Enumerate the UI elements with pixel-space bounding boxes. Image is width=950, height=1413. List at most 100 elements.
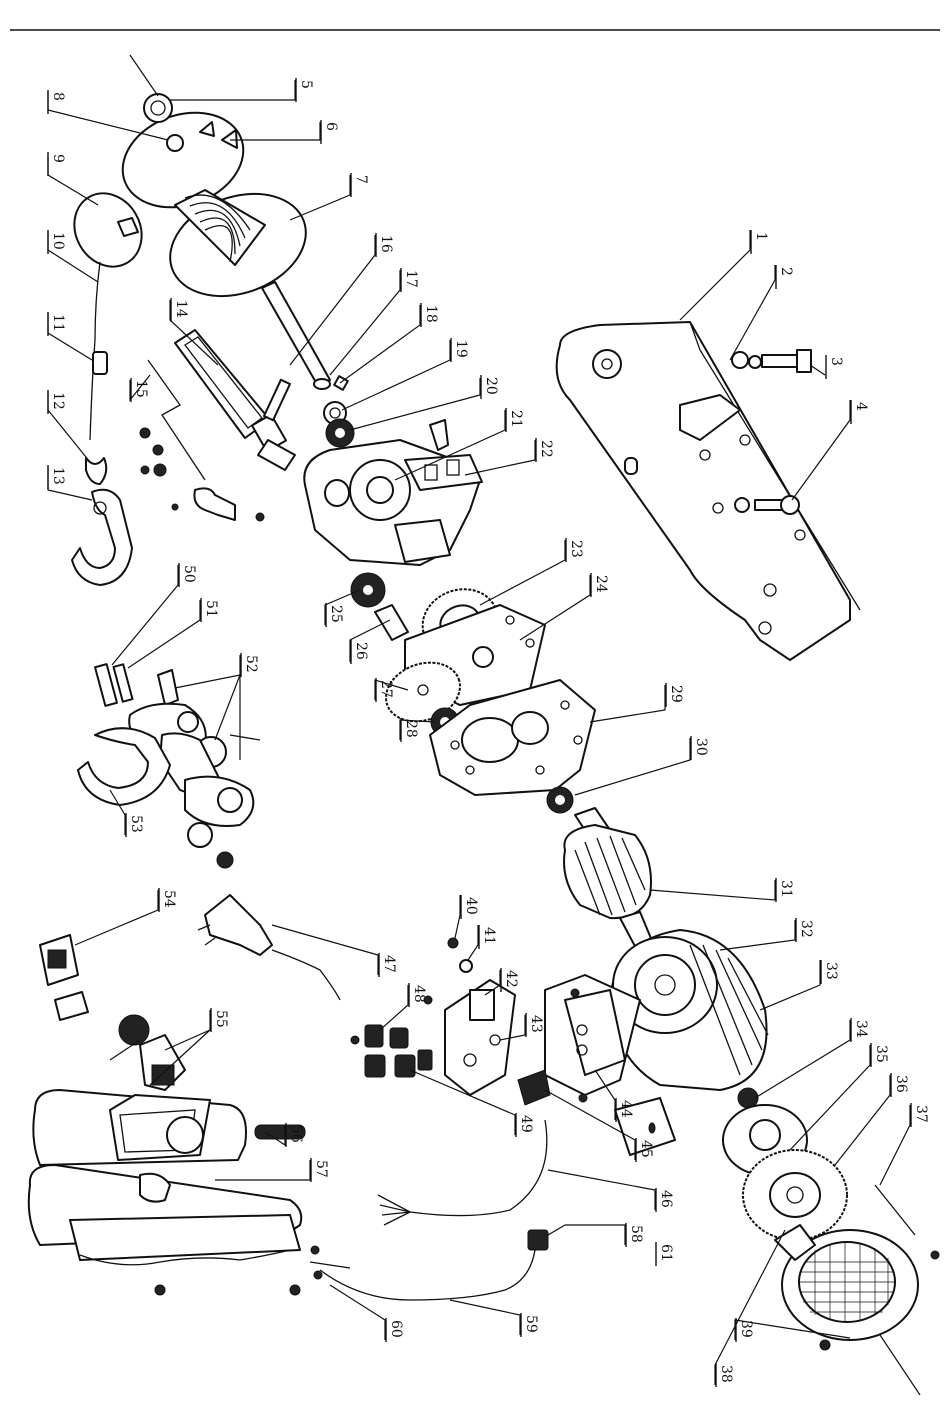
drum-shaft	[262, 282, 348, 390]
callout-label: 36	[893, 1075, 909, 1093]
callout-label: 4	[853, 402, 869, 411]
callout-label: 47	[381, 955, 397, 973]
callout-47: 47	[379, 953, 397, 977]
bracket-bolt	[732, 350, 811, 372]
callout-23: 23	[566, 538, 584, 562]
callout-label: 33	[823, 962, 839, 980]
callout-label: 51	[203, 600, 219, 618]
callout-label: 6	[323, 122, 339, 131]
callout-29: 29	[666, 683, 684, 707]
callout-7: 7	[351, 173, 369, 197]
callout-label: 44	[618, 1100, 634, 1118]
callout-48: 48	[409, 983, 427, 1007]
callout-label: 34	[853, 1020, 869, 1038]
callout-26: 26	[351, 640, 369, 664]
callout-label: 21	[508, 410, 524, 428]
callout-57: 57	[311, 1158, 329, 1182]
small-gear	[326, 419, 354, 447]
callout-label: 60	[388, 1320, 404, 1338]
pinion-gear	[351, 573, 385, 607]
callout-label: 61	[658, 1244, 674, 1262]
pendant-cable	[310, 1225, 565, 1300]
callout-14: 14	[171, 298, 189, 322]
callout-label: 18	[423, 305, 439, 323]
callout-13: 13	[48, 465, 66, 489]
callout-label: 26	[353, 642, 369, 660]
callout-49: 49	[516, 1113, 534, 1137]
callout-label: 43	[528, 1015, 544, 1033]
callout-label: 42	[503, 970, 519, 988]
callout-41: 41	[479, 925, 497, 949]
callout-label: 8	[50, 92, 66, 101]
winch-drum	[109, 94, 320, 314]
callout-label: 55	[213, 1010, 229, 1028]
callout-label: 32	[798, 920, 814, 938]
callout-label: 15	[133, 380, 149, 398]
callout-59: 59	[521, 1313, 539, 1337]
callout-label: 45	[638, 1140, 654, 1158]
callout-label: 39	[738, 1320, 754, 1338]
callout-34: 34	[851, 1018, 869, 1042]
limit-rod	[148, 360, 205, 480]
callout-label: 29	[668, 685, 684, 703]
callout-label: 48	[411, 985, 427, 1003]
callout-label: 14	[173, 300, 189, 318]
callout-6: 6	[321, 120, 339, 144]
callout-24: 24	[591, 573, 609, 597]
callout-15: 15	[131, 378, 149, 402]
callout-1: 1	[751, 230, 769, 254]
callout-43: 43	[526, 1013, 544, 1037]
callout-16: 16	[376, 233, 394, 257]
callout-label: 40	[463, 897, 479, 915]
callout-21: 21	[506, 408, 524, 432]
callout-label: 58	[628, 1225, 644, 1243]
callout-label: 49	[518, 1115, 534, 1133]
motor-bearing-front	[547, 787, 573, 813]
gearbox-housing	[304, 440, 482, 565]
callout-17: 17	[401, 268, 419, 292]
cooling-fan	[743, 1150, 847, 1240]
callout-label: 50	[181, 565, 197, 583]
callout-label: 16	[378, 235, 394, 253]
callout-label: 59	[523, 1315, 539, 1333]
callout-label: 31	[778, 880, 794, 898]
callout-label: 17	[403, 270, 419, 288]
callout-35: 35	[871, 1043, 889, 1067]
callout-label: 54	[161, 890, 177, 908]
callout-label: 13	[50, 467, 66, 485]
callout-38: 38	[716, 1363, 734, 1387]
callout-label: 38	[718, 1365, 734, 1383]
callout-label: 20	[483, 377, 499, 395]
callout-label: 10	[50, 232, 66, 250]
power-plug	[198, 895, 340, 1000]
callout-label: 30	[693, 738, 709, 756]
callout-36: 36	[891, 1073, 909, 1097]
callout-12: 12	[48, 390, 66, 414]
mounting-bracket	[557, 322, 860, 660]
callout-label: 56	[288, 1125, 304, 1143]
callout-label: 27	[378, 680, 394, 698]
callout-label: 41	[481, 927, 497, 945]
callout-18: 18	[421, 303, 439, 327]
callout-label: 52	[243, 655, 259, 673]
callout-33: 33	[821, 960, 839, 984]
callout-25: 25	[326, 603, 344, 627]
callout-label: 57	[313, 1160, 329, 1178]
callout-9: 9	[48, 152, 66, 176]
callout-20: 20	[481, 375, 499, 399]
callout-19: 19	[451, 338, 469, 362]
callout-50: 50	[179, 563, 197, 587]
callout-55: 55	[211, 1008, 229, 1032]
callout-label: 28	[403, 720, 419, 738]
callout-54: 54	[159, 888, 177, 912]
callout-31: 31	[776, 878, 794, 902]
callout-label: 35	[873, 1045, 889, 1063]
callout-label: 25	[328, 605, 344, 623]
limit-plate	[175, 330, 270, 438]
callout-53: 53	[126, 813, 144, 837]
callout-label: 24	[593, 575, 609, 593]
callout-4: 4	[851, 400, 869, 424]
callout-2: 2	[776, 265, 794, 289]
callout-label: 11	[50, 314, 66, 332]
callout-40: 40	[461, 895, 479, 919]
